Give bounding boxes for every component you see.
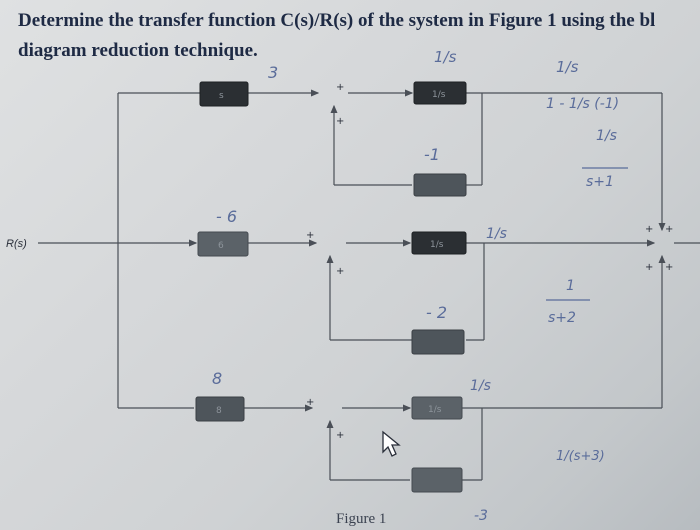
note-frac-1-over-s-plus3: 1/(s+3) bbox=[556, 449, 605, 464]
mouse-cursor-icon bbox=[382, 430, 401, 457]
note-neg3: -3 bbox=[474, 508, 488, 524]
svg-text:+: + bbox=[336, 430, 344, 441]
note-1-over-s-mid: 1/s bbox=[486, 226, 507, 242]
svg-text:1/s: 1/s bbox=[430, 240, 444, 250]
question-line-1: Determine the transfer function C(s)/R(s… bbox=[18, 10, 656, 31]
svg-text:+: + bbox=[336, 266, 344, 277]
svg-text:8: 8 bbox=[216, 406, 222, 416]
block-feedback-2 bbox=[411, 329, 465, 355]
block-b5: 8 bbox=[195, 396, 245, 422]
note-1-over-s-top2: 1/s bbox=[556, 58, 579, 76]
svg-text:+: + bbox=[306, 230, 314, 241]
block-b4: 1/s bbox=[411, 231, 467, 255]
svg-text:+: + bbox=[336, 116, 344, 127]
figure-caption: Figure 1 bbox=[336, 511, 386, 527]
note-1-over-s-low: 1/s bbox=[470, 378, 491, 394]
note-1-over-s-top: 1/s bbox=[434, 48, 457, 66]
note-frac-s-plus1: s+1 bbox=[586, 174, 614, 190]
svg-text:+: + bbox=[645, 262, 653, 273]
note-neg2: - 2 bbox=[426, 303, 447, 322]
note-frac-num-1: 1 bbox=[566, 278, 575, 294]
note-neg1: -1 bbox=[424, 145, 440, 164]
svg-text:+: + bbox=[645, 224, 653, 235]
note-frac-s: 1/s bbox=[596, 128, 617, 144]
note-gain-neg6: - 6 bbox=[216, 207, 237, 226]
diagram-wires bbox=[38, 89, 700, 481]
svg-text:+: + bbox=[665, 262, 673, 273]
handwritten-notes: 3 1/s 1/s 1 - 1/s (-1) 1/s s+1 -1 - 6 1/… bbox=[212, 48, 628, 524]
note-expr-1-minus: 1 - 1/s (-1) bbox=[546, 96, 619, 112]
svg-text:6: 6 bbox=[218, 241, 224, 251]
svg-text:s: s bbox=[219, 91, 224, 101]
svg-text:1/s: 1/s bbox=[428, 405, 442, 415]
block-b6: 1/s bbox=[411, 396, 463, 420]
block-b2: 1/s bbox=[413, 81, 467, 105]
block-feedback-1 bbox=[413, 173, 467, 197]
note-gain-8: 8 bbox=[212, 369, 222, 388]
block-feedback-3 bbox=[411, 467, 463, 493]
svg-text:+: + bbox=[665, 224, 673, 235]
question-text: Determine the transfer function C(s)/R(s… bbox=[18, 6, 700, 66]
question-line-2: diagram reduction technique. bbox=[18, 40, 258, 61]
svg-text:+: + bbox=[336, 82, 344, 93]
svg-text:+: + bbox=[306, 397, 314, 408]
summing-signs: + + + + + + + + + + bbox=[306, 82, 673, 441]
svg-text:1/s: 1/s bbox=[432, 90, 446, 100]
note-gain-3: 3 bbox=[268, 63, 278, 82]
block-b1: s bbox=[199, 81, 249, 107]
note-frac-s-plus2: s+2 bbox=[548, 310, 576, 326]
block-b3: 6 bbox=[197, 231, 249, 257]
input-label: R(s) bbox=[6, 238, 27, 250]
